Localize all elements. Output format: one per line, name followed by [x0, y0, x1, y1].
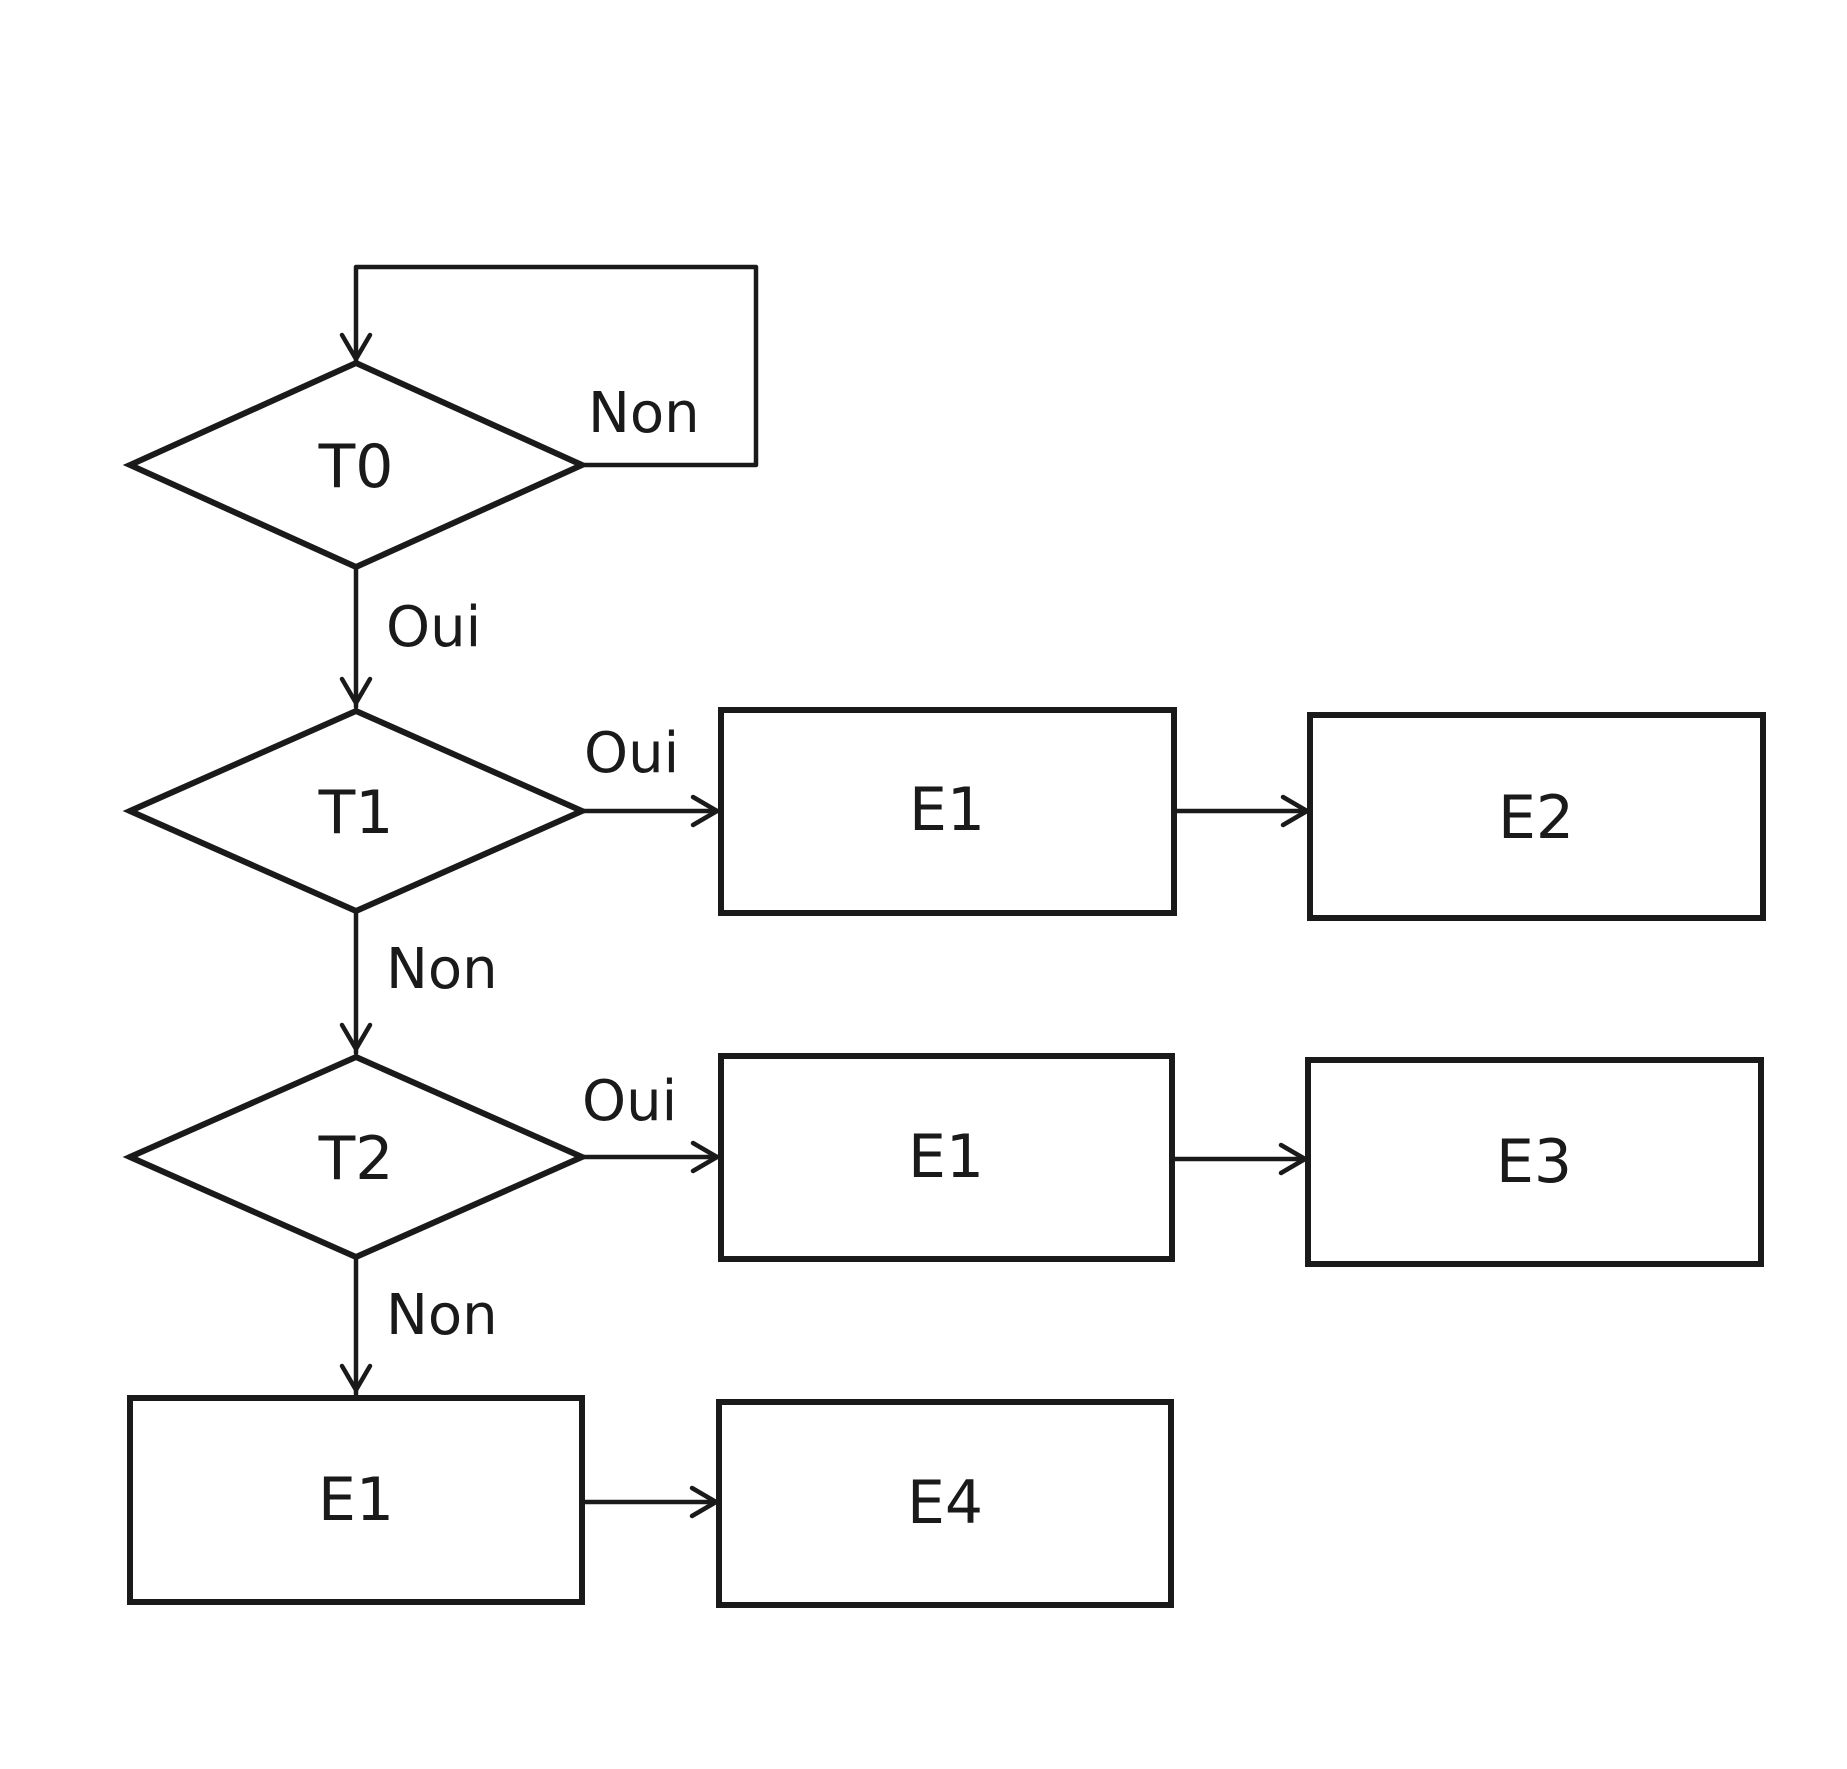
branch-label-t1-yes: Oui [584, 721, 679, 786]
branch-label-t1-no: Non [386, 937, 498, 1002]
step-t2-yes-second-label: E3 [1496, 1127, 1572, 1197]
step-t2-no-first: E1 [130, 1398, 582, 1602]
step-t1-yes-second-label: E2 [1498, 783, 1574, 853]
branch-label-t0-yes: Oui [386, 595, 481, 660]
step-t2-no-second: E4 [719, 1402, 1171, 1605]
decision-t1: T1 [130, 711, 582, 911]
step-t1-yes-second: E2 [1310, 715, 1763, 918]
decision-t0-label: T0 [318, 432, 394, 502]
step-t2-yes-first: E1 [721, 1056, 1172, 1259]
decision-t2: T2 [130, 1057, 582, 1257]
step-t1-yes-first-label: E1 [909, 775, 985, 845]
decision-t0: T0 [130, 363, 582, 567]
step-t2-no-first-label: E1 [318, 1465, 394, 1535]
branch-label-t2-no: Non [386, 1283, 498, 1348]
branch-label-t0-no: Non [588, 381, 700, 446]
step-t1-yes-first: E1 [721, 710, 1174, 913]
branch-label-t2-yes: Oui [582, 1069, 677, 1134]
decision-t2-label: T2 [318, 1124, 394, 1194]
step-t2-yes-first-label: E1 [908, 1122, 984, 1192]
step-t2-no-second-label: E4 [907, 1468, 983, 1538]
decision-t1-label: T1 [318, 778, 394, 848]
step-t2-yes-second: E3 [1308, 1060, 1761, 1264]
